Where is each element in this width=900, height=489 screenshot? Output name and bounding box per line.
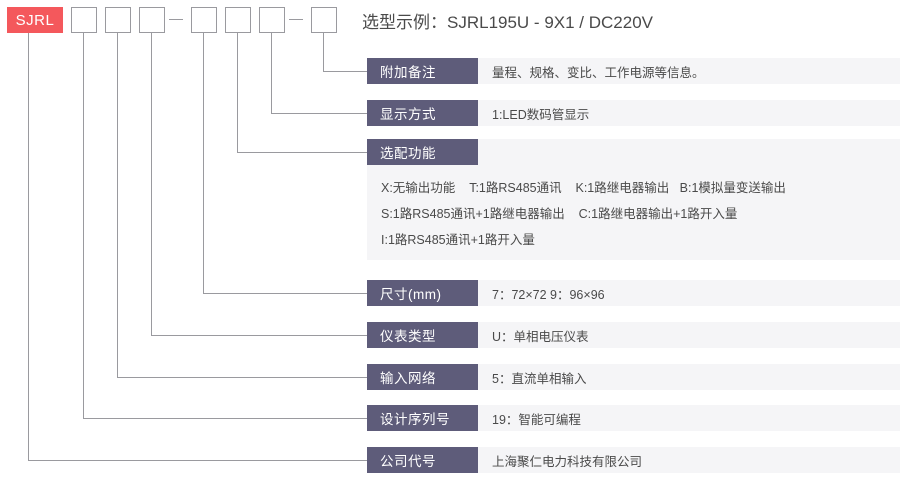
- connector-v-2: [117, 33, 118, 378]
- connector-h-2: [117, 377, 367, 378]
- connector-v-6: [271, 33, 272, 114]
- optional-functions-line-2: S:1路RS485通讯+1路继电器输出 C:1路继电器输出+1路开入量: [381, 207, 738, 221]
- code-cell-1[interactable]: [71, 7, 97, 33]
- company-code-badge: SJRL: [7, 7, 63, 33]
- row-label: 显示方式: [367, 100, 478, 126]
- connector-v-4: [203, 33, 204, 294]
- connector-h-badge: [28, 460, 367, 461]
- row-value: 上海聚仁电力科技有限公司: [492, 454, 643, 469]
- optional-functions-line-3: I:1路RS485通讯+1路开入量: [381, 233, 535, 247]
- connector-h-6: [271, 113, 367, 114]
- optional-functions-lines: X:无输出功能 T:1路RS485通讯 K:1路继电器输出 B:1模拟量变送输出…: [367, 165, 900, 261]
- row-value: 1:LED数码管显示: [492, 107, 590, 122]
- model-code-strip: SJRL: [0, 0, 360, 42]
- code-cell-5[interactable]: [225, 7, 251, 33]
- connector-h-1: [83, 418, 367, 419]
- row-label: 尺寸(mm): [367, 280, 478, 306]
- row-label: 输入网络: [367, 364, 478, 390]
- connector-h-4: [203, 293, 367, 294]
- connector-v-badge: [28, 33, 29, 461]
- row-value: 量程、规格、变比、工作电源等信息。: [492, 65, 705, 80]
- connector-h-7: [323, 71, 367, 72]
- row-label: 选配功能: [367, 139, 478, 165]
- row-value: 5：直流单相输入: [492, 371, 587, 386]
- code-cell-6[interactable]: [259, 7, 285, 33]
- row-value: U：单相电压仪表: [492, 329, 589, 344]
- connector-v-1: [83, 33, 84, 419]
- code-separator-dash-1: [169, 19, 183, 20]
- code-cell-3[interactable]: [139, 7, 165, 33]
- connector-v-3: [151, 33, 152, 336]
- selection-example-title: 选型示例：SJRL195U - 9X1 / DC220V: [362, 13, 653, 32]
- code-separator-dash-2: [289, 19, 303, 20]
- row-label: 仪表类型: [367, 322, 478, 348]
- optional-functions-line-1: X:无输出功能 T:1路RS485通讯 K:1路继电器输出 B:1模拟量变送输出: [381, 181, 786, 195]
- connector-h-3: [151, 335, 367, 336]
- connector-v-7: [323, 33, 324, 72]
- connector-v-5: [237, 33, 238, 153]
- connector-h-5: [237, 152, 367, 153]
- code-cell-7[interactable]: [311, 7, 337, 33]
- row-label: 公司代号: [367, 447, 478, 473]
- row-label: 设计序列号: [367, 405, 478, 431]
- code-cell-2[interactable]: [105, 7, 131, 33]
- row-label: 附加备注: [367, 58, 478, 84]
- code-cell-4[interactable]: [191, 7, 217, 33]
- row-value: 19：智能可编程: [492, 412, 581, 427]
- row-value: 7：72×72 9：96×96: [492, 287, 605, 302]
